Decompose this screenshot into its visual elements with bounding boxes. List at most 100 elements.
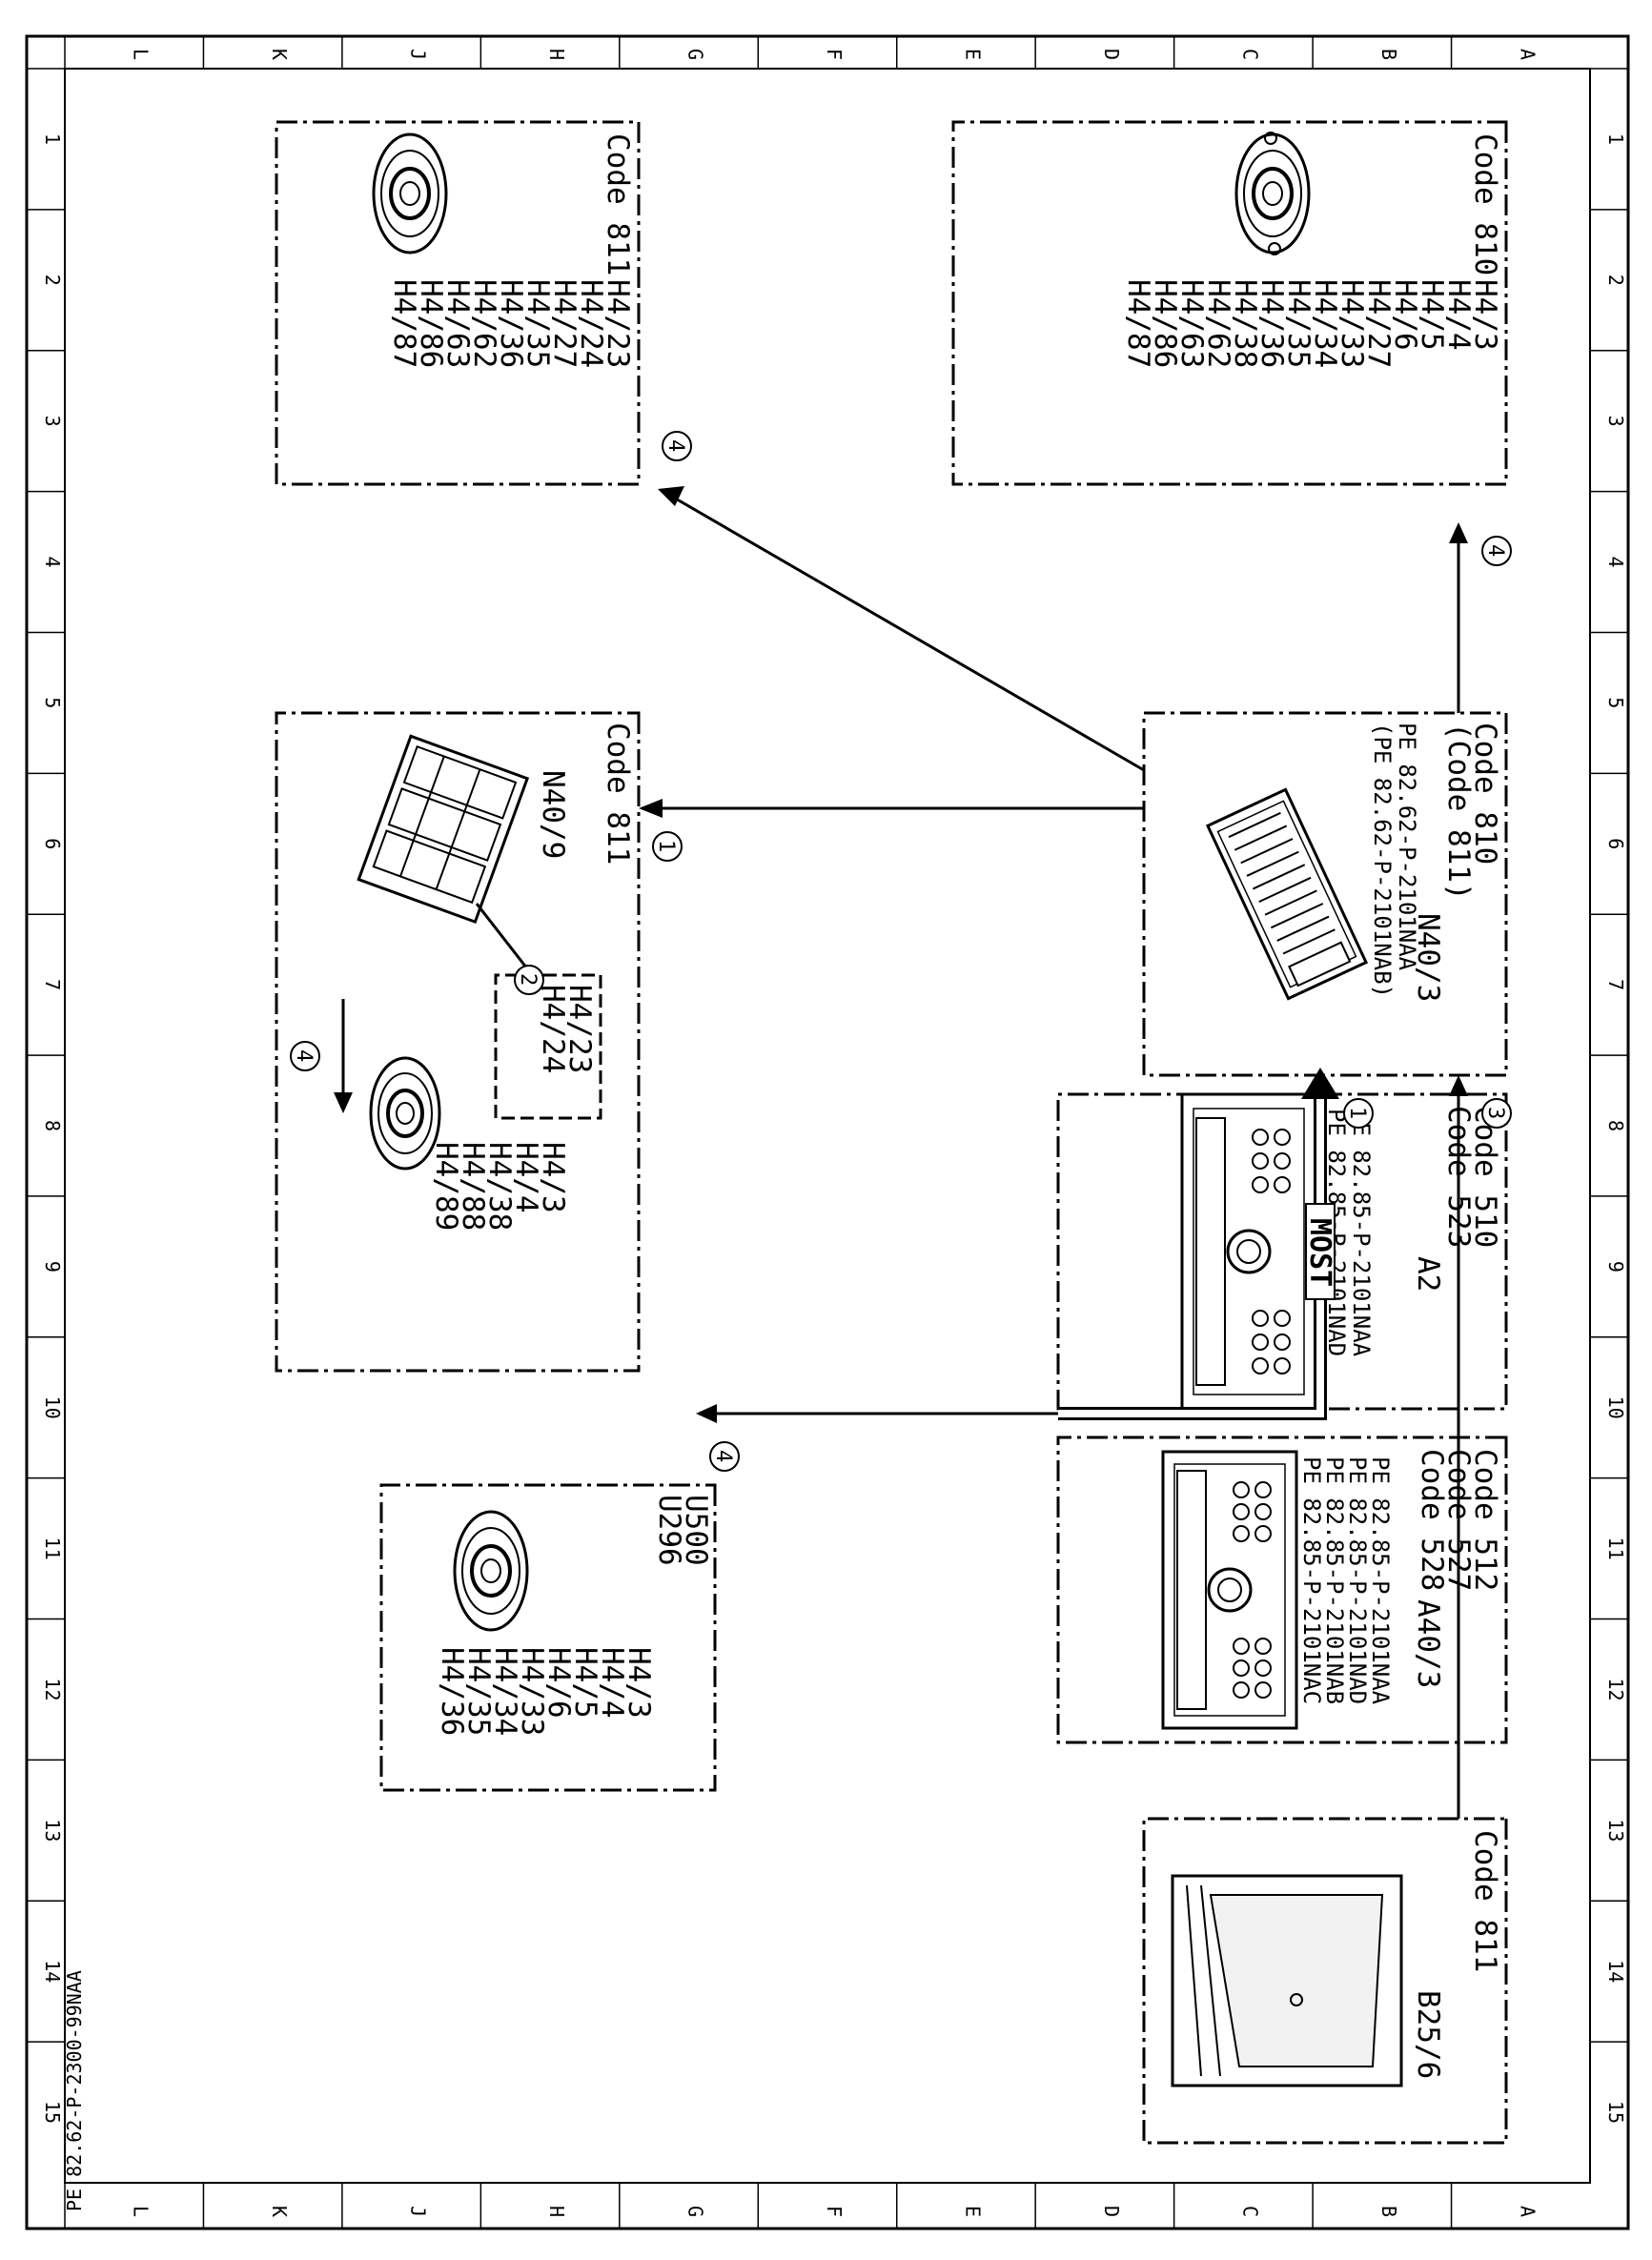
list-item: H4/4 xyxy=(1441,279,1476,351)
ruler-col-label: 6 xyxy=(41,838,64,849)
code-label: U296 xyxy=(652,1495,686,1566)
list-item: H4/35 xyxy=(1281,279,1315,368)
list-item: H4/5 xyxy=(1415,279,1449,351)
code-label: Code 512 xyxy=(1468,1449,1502,1591)
ruler-col-label: 11 xyxy=(41,1537,64,1560)
ruler-col-label: 4 xyxy=(1604,557,1627,568)
ruler-col-label: 13 xyxy=(1604,1819,1627,1842)
ruler-row-label: G xyxy=(684,2206,707,2217)
list-item: H4/38 xyxy=(482,1142,517,1231)
list-item: H4/23 xyxy=(601,279,635,368)
code-label: Code 510 xyxy=(1468,1106,1502,1248)
module-label: A2 xyxy=(1411,1256,1445,1292)
speaker-icon xyxy=(372,132,448,255)
ruler-row-label: H xyxy=(545,2206,568,2217)
ruler-row-label: A xyxy=(1516,49,1539,60)
list-item: H4/63 xyxy=(1174,279,1209,368)
outer-frame xyxy=(25,34,1630,2230)
list-item: H4/6 xyxy=(541,1647,576,1719)
connections: 1 4 4 3 1 MOST 4 xyxy=(639,431,1512,1819)
box-title: Code 811 xyxy=(601,723,635,865)
module-label: N40/3 xyxy=(1411,913,1445,1002)
control-module-icon xyxy=(357,734,530,925)
head-unit-icon xyxy=(1161,1450,1298,1730)
document-id: PE 82.62-P-2300-99NAA xyxy=(63,1970,86,2211)
sub-item: H4/23 xyxy=(562,985,597,1073)
list-item: H4/35 xyxy=(461,1647,496,1736)
ruler-row-label: J xyxy=(407,2206,430,2217)
ruler-col-label: 13 xyxy=(41,1819,64,1842)
box-a2-radio: Code 510 Code 523 A2 PE 82.85-P-2101NAA … xyxy=(1056,1092,1508,1411)
ruler-col-label: 5 xyxy=(1604,697,1627,708)
box-code810-speakers: Code 810 H4/3 H4/4 H4/5 H4/6 H4/27 H4/33… xyxy=(951,120,1508,486)
ruler-row-label: G xyxy=(684,49,707,60)
ruler-col-label: 3 xyxy=(1604,416,1627,427)
list-item: H4/62 xyxy=(1201,279,1235,368)
box-title: Code 810 xyxy=(1468,723,1502,865)
box-n40-9-group: Code 811 N40/9 H4/23 H4/24 xyxy=(275,711,641,1373)
list-item: H4/3 xyxy=(536,1142,570,1213)
list-item: H4/36 xyxy=(494,279,528,368)
ref-line: PE 82.85-P-2101NAD xyxy=(1344,1456,1371,1704)
ruler-row-label: B xyxy=(1377,49,1400,60)
ruler-col-label: 14 xyxy=(1604,1960,1627,1983)
step-4-label: 4 xyxy=(711,1450,735,1462)
ruler-col-label: 15 xyxy=(41,2101,64,2124)
box-code811-speakers: Code 811 H4/23 H4/24 H4/27 H4/35 H4/36 H… xyxy=(275,120,641,486)
ref-line: PE 82.85-P-2101NAA xyxy=(1348,1109,1375,1357)
list-item: H4/33 xyxy=(1335,279,1369,368)
sub-item: H4/24 xyxy=(536,985,570,1073)
list-item: H4/4 xyxy=(509,1142,543,1213)
list-item: H4/36 xyxy=(1254,279,1289,368)
ruler-row-label: L xyxy=(130,49,153,60)
ruler-col-label: 8 xyxy=(1604,1120,1627,1131)
ruler-row-label: F xyxy=(823,2206,846,2217)
ruler-col-label: 15 xyxy=(1604,2101,1627,2124)
ruler-col-label: 10 xyxy=(41,1396,64,1419)
step-3-label: 3 xyxy=(1483,1107,1507,1119)
list-item: H4/4 xyxy=(595,1647,629,1719)
list-item: H4/3 xyxy=(622,1647,656,1719)
ruler-col-label: 4 xyxy=(41,557,64,568)
ruler-col-label: 11 xyxy=(1604,1537,1627,1560)
ruler-row-label: D xyxy=(1100,2206,1123,2217)
list-item: H4/33 xyxy=(515,1647,549,1736)
ruler-col-label: 1 xyxy=(41,133,64,145)
ruler-row-label: E xyxy=(961,2206,984,2217)
list-item: H4/62 xyxy=(467,279,501,368)
amplifier-icon xyxy=(1205,787,1369,1001)
ruler-col-label: 1 xyxy=(1604,133,1627,145)
list-item: H4/5 xyxy=(568,1647,602,1719)
ruler-col-label: 10 xyxy=(1604,1396,1627,1419)
list-item: H4/86 xyxy=(1148,279,1182,368)
ruler-row-label: L xyxy=(130,2206,153,2217)
code-label: Code 528 xyxy=(1415,1449,1449,1591)
module-label: A40/3 xyxy=(1411,1599,1445,1688)
module-label: N40/9 xyxy=(536,770,570,859)
list-item: H4/89 xyxy=(429,1142,463,1231)
ruler-col-label: 9 xyxy=(41,1261,64,1273)
ruler-row-label: J xyxy=(407,49,430,60)
speaker-icon xyxy=(1234,132,1311,255)
ruler-row-label: F xyxy=(823,49,846,60)
ruler-col-label: 2 xyxy=(1604,275,1627,286)
ruler-row-label: C xyxy=(1238,49,1261,60)
box-title: Code 811 xyxy=(601,133,635,275)
ruler-col-label: 2 xyxy=(41,275,64,286)
ruler-col-label: 3 xyxy=(41,416,64,427)
box-b25-6: Code 811 B25/6 xyxy=(1142,1817,1508,2145)
list-item: H4/88 xyxy=(456,1142,490,1231)
ruler-col-label: 12 xyxy=(1604,1678,1627,1700)
ref-line: PE 82.85-P-2101NAA xyxy=(1367,1456,1394,1705)
ruler-row-label: D xyxy=(1100,49,1123,60)
box-subtitle: (Code 811) xyxy=(1441,723,1476,901)
ref-line: (PE 82.62-P-2101NAB) xyxy=(1369,723,1396,998)
list-item: H4/34 xyxy=(1308,279,1342,368)
list-item: H4/87 xyxy=(1121,279,1155,368)
ref-line: PE 82.85-P-2101NAB xyxy=(1321,1456,1348,1704)
ruler-col-label: 6 xyxy=(1604,838,1627,849)
list-item: H4/24 xyxy=(574,279,608,368)
step-4-label: 4 xyxy=(292,1049,316,1062)
